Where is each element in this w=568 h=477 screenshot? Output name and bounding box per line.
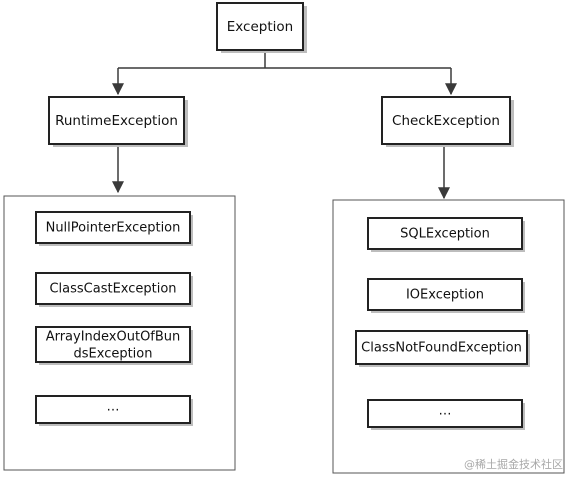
node-runtime-exception: RuntimeException xyxy=(48,96,188,147)
node-exception: Exception xyxy=(216,2,307,53)
node-runtime-exception-label: RuntimeException xyxy=(55,113,178,129)
watermark-text: @稀土掘金技术社区 xyxy=(464,457,563,471)
node-null-pointer-exception: NullPointerException xyxy=(35,211,193,246)
node-check-exception: CheckException xyxy=(381,96,514,147)
node-array-index-label-line-2: dsException xyxy=(73,347,152,362)
node-exception-label: Exception xyxy=(227,19,293,35)
node-class-cast-exception: ClassCastException xyxy=(35,272,193,307)
node-check-ellipsis-label: … xyxy=(439,404,452,419)
node-check-ellipsis: … xyxy=(367,399,525,430)
node-array-index-out-of-bounds-exception: ArrayIndexOutOfBun dsException xyxy=(35,326,193,365)
node-null-pointer-exception-label: NullPointerException xyxy=(46,221,181,236)
node-runtime-ellipsis: … xyxy=(35,395,193,426)
node-class-not-found-exception-label: ClassNotFoundException xyxy=(361,341,522,356)
node-sql-exception-label: SQLException xyxy=(400,227,490,242)
node-io-exception-label: IOException xyxy=(406,288,484,303)
node-class-cast-exception-label: ClassCastException xyxy=(49,282,176,297)
connectors xyxy=(112,53,457,200)
node-runtime-ellipsis-label: … xyxy=(107,400,120,415)
node-sql-exception: SQLException xyxy=(367,217,525,252)
node-io-exception: IOException xyxy=(367,278,525,313)
node-class-not-found-exception: ClassNotFoundException xyxy=(355,330,530,367)
node-array-index-label-line-1: ArrayIndexOutOfBun xyxy=(46,330,181,345)
node-check-exception-label: CheckException xyxy=(392,113,500,129)
